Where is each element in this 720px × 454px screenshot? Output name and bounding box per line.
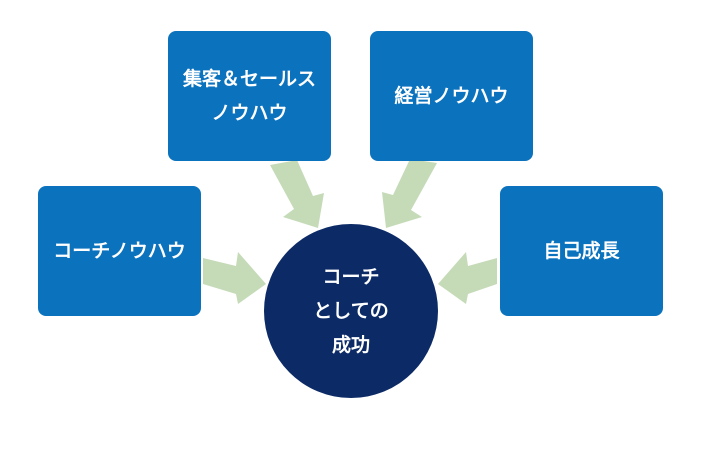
arrow-coaching-to-center bbox=[203, 252, 266, 304]
arrow-marketing-to-center bbox=[270, 160, 324, 228]
coach-success-label: コーチ としての 成功 bbox=[313, 266, 389, 356]
marketing-sales-knowhow-box: 集客＆セールス ノウハウ bbox=[168, 31, 331, 161]
coaching-knowhow-box: コーチノウハウ bbox=[38, 186, 201, 316]
management-knowhow-label: 経営ノウハウ bbox=[394, 85, 509, 107]
arrow-management-to-center bbox=[382, 159, 437, 228]
management-knowhow-box: 経営ノウハウ bbox=[370, 31, 533, 161]
arrow-growth-to-center bbox=[438, 252, 497, 304]
self-growth-label: 自己成長 bbox=[543, 240, 620, 262]
coaching-knowhow-label: コーチノウハウ bbox=[53, 240, 186, 262]
self-growth-box: 自己成長 bbox=[500, 186, 663, 316]
marketing-sales-knowhow-label: 集客＆セールス ノウハウ bbox=[182, 68, 316, 124]
coach-success-circle: コーチ としての 成功 bbox=[264, 224, 438, 398]
